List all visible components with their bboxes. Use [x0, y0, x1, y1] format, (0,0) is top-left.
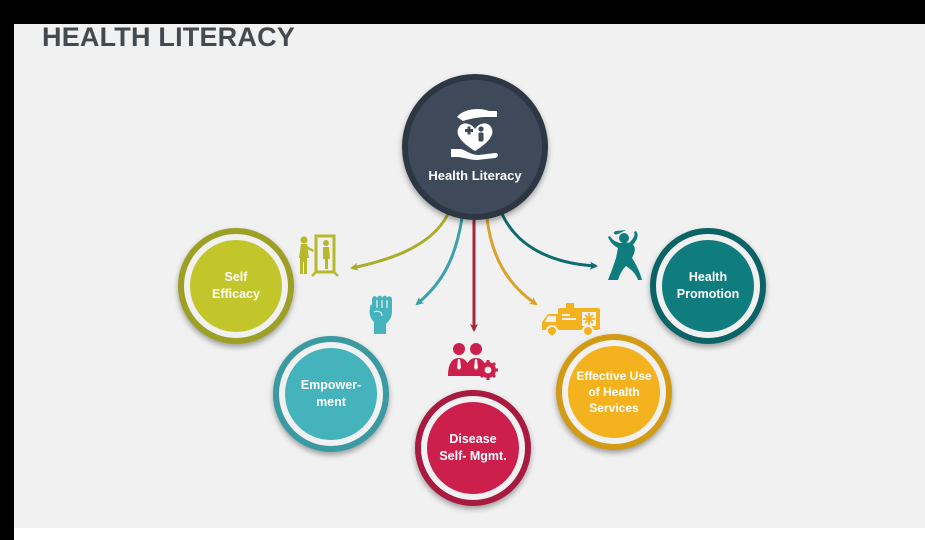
- center-node-label: Health Literacy: [428, 167, 522, 183]
- arrow-to-effective-use: [485, 217, 538, 306]
- raised-fist-icon: [369, 295, 392, 334]
- arrow-to-empowerment: [415, 217, 464, 306]
- slide-bottom-edge: [14, 528, 925, 540]
- slide-title: HEALTH LITERACY: [42, 22, 295, 52]
- node-self-efficacy: Self Efficacy: [178, 228, 294, 344]
- node-label-health-promotion: Health Promotion: [676, 270, 740, 301]
- node-label-disease-self-mgmt: Disease Self- Mgmt.: [439, 432, 507, 463]
- hands-heart-family-icon: [451, 108, 498, 160]
- node-label-empowerment: Empower- ment: [300, 378, 362, 409]
- center-node-health-literacy: Health Literacy: [402, 74, 548, 220]
- arrow-to-self-efficacy: [350, 213, 450, 271]
- ambulance-icon: [542, 303, 600, 337]
- node-health-promotion: Health Promotion: [650, 228, 766, 344]
- node-disease-self-mgmt: Disease Self- Mgmt.: [415, 390, 531, 506]
- node-label-self-efficacy: Self Efficacy: [212, 270, 260, 301]
- node-empowerment: Empower- ment: [273, 336, 389, 452]
- arrow-to-health-promotion: [500, 213, 598, 270]
- node-label-effective-use: Effective Use of Health Services: [576, 369, 652, 415]
- people-gear-icon: [448, 343, 498, 380]
- node-effective-use-of-health-services: Effective Use of Health Services: [556, 334, 672, 450]
- person-mirror-icon: [299, 234, 339, 277]
- woman-silhouette-icon: [608, 230, 642, 280]
